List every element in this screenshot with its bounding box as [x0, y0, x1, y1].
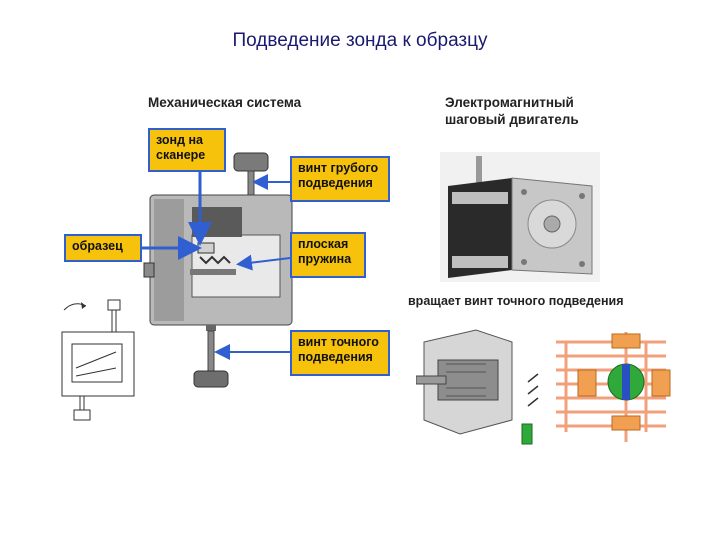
- fine-screw-callout: винт точного подведения: [290, 330, 390, 376]
- sample-callout: образец: [64, 234, 142, 262]
- mechanical-heading: Механическая система: [148, 95, 302, 110]
- slide-title: Подведение зонда к образцу: [232, 30, 488, 51]
- spring-callout: плоская пружина: [290, 232, 366, 278]
- motor-cutaway-diagram: [416, 312, 672, 454]
- probe-callout: зонд на сканере: [148, 128, 226, 172]
- motor-heading: Электромагнитный шаговый двигатель: [445, 95, 579, 127]
- motor-caption: вращает винт точного подведения: [408, 294, 624, 308]
- motor-photo: [440, 152, 600, 282]
- coarse-screw-callout: винт грубого подведения: [290, 156, 390, 202]
- mechanism-schematic: [61, 299, 135, 421]
- spring-arrow: [236, 254, 291, 271]
